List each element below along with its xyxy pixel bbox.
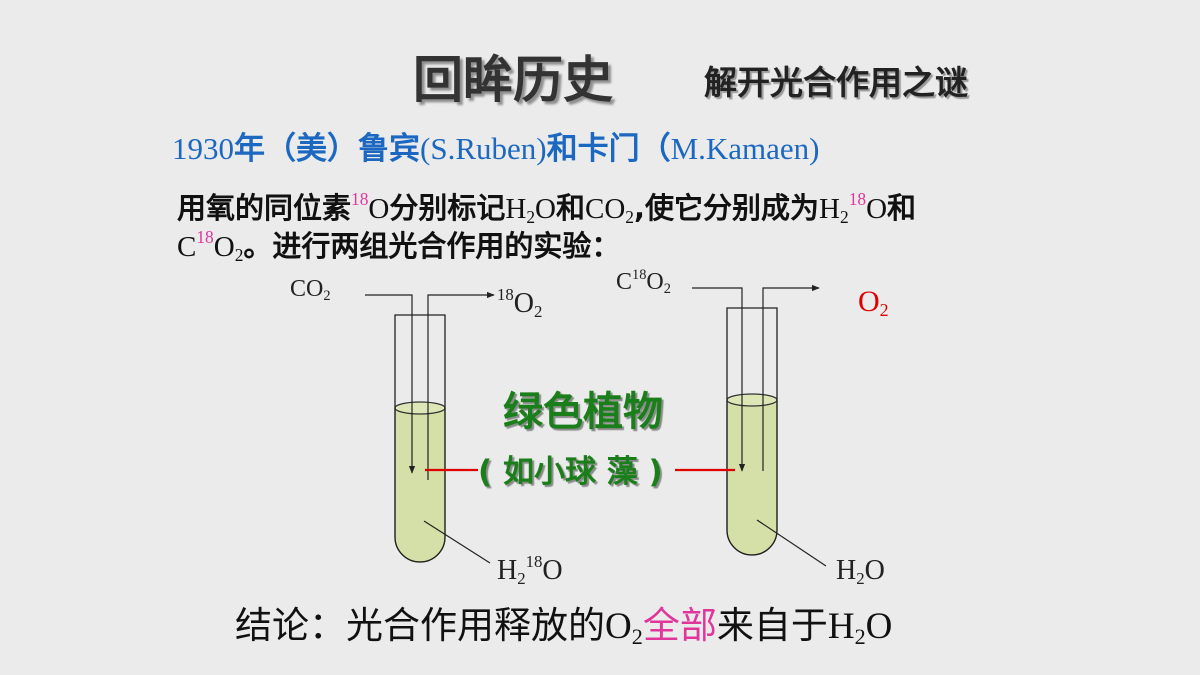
organism-example: ( 如小球 藻 ) [478,454,663,490]
element-symbol: H [819,193,840,225]
formula-base: C [616,269,633,295]
element-symbol: CO [585,193,626,225]
right-tube-liquid-surface [726,393,778,407]
researcher-2-cn: 和卡门（ [546,131,671,167]
subscript: 2 [234,244,244,265]
element-symbol: O [368,193,390,225]
element-symbol: C [177,231,197,263]
element-symbol: O [535,193,556,225]
isotope-superscript: 18 [196,227,214,248]
left-test-tube [365,291,495,564]
right-test-tube [692,284,827,567]
conclusion-text: 结论：光合作用释放的 [235,604,605,647]
intro-text: 和 [887,191,917,225]
left-tube-liquid-surface [394,401,446,415]
formula-base: CO [290,276,324,302]
organism-name: 绿色植物 [503,389,663,435]
left-water-label: H 2 18 O [497,552,563,591]
right-output-label: O 2 [858,284,889,323]
conclusion-line: 结论：光合作用释放的 O 2 全部 来自于 H 2 O [235,602,892,655]
left-outlet-arrow [427,291,495,480]
right-water-pointer [756,519,827,567]
researcher-1-cn: 年（美）鲁宾 [234,131,420,167]
intro-text: 。进行两组光合作用的实验： [243,229,621,263]
slide-title: 回眸历史 [413,51,613,109]
left-inlet-arrow [365,294,416,474]
subscript: 2 [856,568,865,588]
subscript: 2 [517,568,526,588]
conclusion-highlight: 全部 [642,604,717,647]
element-symbol: O [866,193,888,225]
isotope-superscript: 18 [632,266,647,283]
subscript: 2 [526,206,536,227]
researchers-line: 1930 年（美）鲁宾 (S.Ruben) 和卡门（ M.Kamaen) [172,128,820,170]
researcher-2-en: M.Kamaen) [670,131,820,166]
year: 1930 [172,131,234,166]
left-tube-outline [394,314,446,563]
left-input-label: CO 2 [290,274,331,307]
right-outlet-arrow [762,284,820,471]
subscript: 2 [323,288,331,305]
formula-base: H [836,555,857,586]
left-water-pointer [423,520,491,564]
conclusion-text: 来自于 [716,604,828,647]
isotope-superscript: 18 [497,284,514,304]
researcher-1-en: (S.Ruben) [420,131,547,166]
element-symbol: H [827,606,855,647]
intro-line-2: C 18 O 2 。进行两组光合作用的实验： [177,227,621,268]
left-output-label: 18 O 2 [497,285,542,324]
right-tube-outline [726,307,778,556]
isotope-superscript: 18 [525,551,543,571]
intro-text: 和 [555,191,585,225]
formula-base: H [497,555,518,586]
subscript: 2 [631,624,643,650]
subscript: 2 [663,281,671,298]
element-symbol: O [605,606,632,647]
formula-base: O [646,269,664,295]
element-symbol: H [505,193,527,225]
intro-text: ,使它分别成为 [634,191,820,225]
subscript: 2 [625,206,634,227]
isotope-superscript: 18 [351,189,369,210]
right-inlet-arrow [692,287,746,472]
element-symbol: O [865,606,893,647]
subscript: 2 [534,301,543,321]
formula-base: O [542,555,563,586]
left-tube-liquid [394,407,446,563]
element-symbol: O [213,231,235,263]
subscript: 2 [839,206,849,227]
intro-text: 用氧的同位素 [177,191,352,225]
intro-text: 分别标记 [389,191,506,225]
formula-base: O [858,285,880,318]
right-input-label: C 18 O 2 [616,267,671,300]
subscript: 2 [879,300,889,321]
intro-line-1: 用氧的同位素 18 O 分别标记 H 2 O 和 CO 2 ,使它分别成为 H … [177,189,917,230]
slide-subtitle: 解开光合作用之谜 [704,63,968,102]
formula-base: O [864,555,885,586]
subscript: 2 [854,624,866,650]
formula-base: O [513,288,535,319]
right-tube-liquid [726,399,778,556]
right-water-label: H 2 O [836,554,885,591]
isotope-superscript: 18 [848,189,867,210]
